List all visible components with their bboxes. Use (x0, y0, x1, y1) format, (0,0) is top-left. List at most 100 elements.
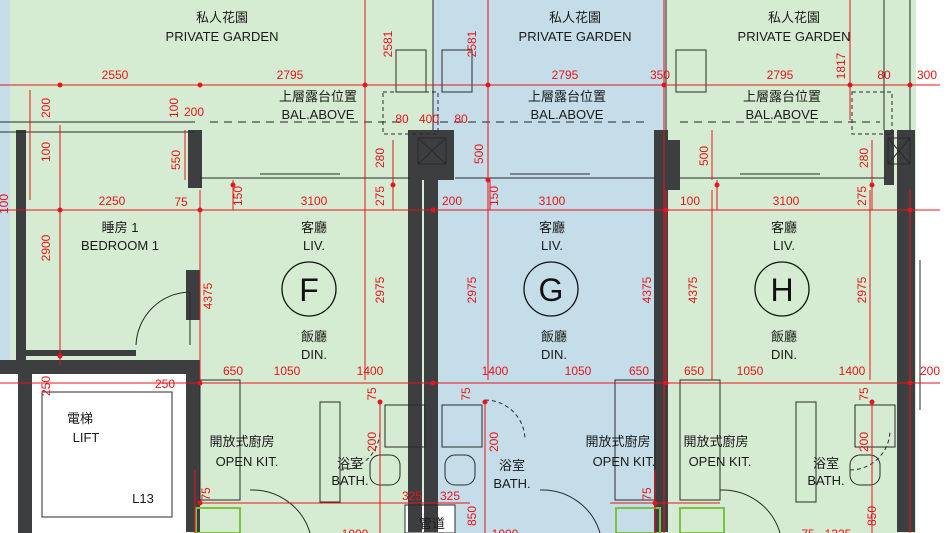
garden-label-en: PRIVATE GARDEN (166, 29, 279, 44)
room-labels: 私人花園 PRIVATE GARDEN 私人花園 PRIVATE GARDEN … (67, 10, 850, 531)
unit-g-marker: G (539, 272, 564, 308)
thin-lines (0, 0, 921, 533)
dim-label: 1400 (357, 364, 384, 378)
dim-label: 2975 (855, 276, 869, 303)
dim-label: 200 (857, 432, 871, 452)
dim-label: 200 (39, 98, 53, 118)
dining-label-en: DIN. (771, 347, 797, 362)
dim-label: 75 (801, 527, 815, 533)
dim-label: 4375 (201, 282, 215, 309)
garden-label-zh: 私人花園 (768, 10, 820, 25)
walls (0, 130, 915, 533)
dim-label: 150 (231, 186, 245, 206)
dim-label: 1050 (737, 364, 764, 378)
dim-label: 1400 (482, 364, 509, 378)
dim-label: 1325 (825, 527, 852, 533)
dim-label: 100 (167, 98, 181, 118)
dim-label: 1400 (839, 364, 866, 378)
dim-label: 250 (155, 377, 175, 391)
bedroom-label-en: BEDROOM 1 (81, 238, 159, 253)
dim-label: 200 (442, 194, 462, 208)
dim-label: 400 (419, 112, 439, 126)
garden-label-zh: 私人花園 (549, 10, 601, 25)
dim-label: 3100 (773, 194, 800, 208)
dim-label: 280 (373, 148, 387, 168)
balcony-label-en: BAL.ABOVE (531, 107, 604, 122)
dim-label: 650 (223, 364, 243, 378)
dim-label: 75 (640, 487, 654, 501)
dim-label: 3100 (539, 194, 566, 208)
bath-label-zh: 浴室 (337, 456, 363, 471)
dim-label: 280 (857, 148, 871, 168)
dim-label: 2581 (381, 30, 395, 57)
dining-label-zh: 飯廳 (301, 329, 327, 344)
balcony-label-zh: 上層露台位置 (528, 89, 606, 104)
dim-label: 80 (395, 112, 409, 126)
dim-label: 1000 (342, 527, 369, 533)
dim-label: 200 (920, 364, 940, 378)
balcony-label-zh: 上層露台位置 (279, 89, 357, 104)
unit-h-marker: H (770, 272, 793, 308)
dim-label: 75 (857, 387, 871, 401)
living-label-en: LIV. (773, 238, 795, 253)
dim-label: 300 (917, 68, 937, 82)
garden-label-zh: 私人花園 (196, 10, 248, 25)
dining-label-en: DIN. (301, 347, 327, 362)
dim-label: 75 (174, 195, 188, 209)
lift-code: L13 (132, 491, 154, 506)
dim-label: 500 (697, 146, 711, 166)
balcony-label-en: BAL.ABOVE (746, 107, 819, 122)
dining-label-zh: 飯廳 (541, 329, 567, 344)
kitchen-label-zh: 開放式廚房 (585, 434, 650, 449)
kitchen-label-en: OPEN KIT. (216, 454, 279, 469)
dim-label: 2975 (373, 276, 387, 303)
dim-label: 650 (629, 364, 649, 378)
unit-f-marker: F (299, 272, 319, 308)
kitchen-label-zh: 開放式廚房 (209, 434, 274, 449)
dim-label: 75 (199, 487, 213, 501)
dimension-labels: 2550 2795 2795 350 2795 80 300 2581 2581… (0, 30, 940, 533)
dim-label: 850 (865, 506, 879, 526)
living-label-en: LIV. (303, 238, 325, 253)
dim-label: 2795 (277, 68, 304, 82)
bath-label-en: BATH. (331, 473, 368, 488)
dim-label: 2900 (39, 234, 53, 261)
dim-label: 550 (169, 150, 183, 170)
dim-label: 75 (365, 387, 379, 401)
unit-markers: F G H (281, 261, 810, 317)
dim-label: 2550 (102, 68, 129, 82)
living-label-zh: 客廳 (301, 220, 327, 235)
dim-label: 4375 (640, 276, 654, 303)
dim-label: 200 (365, 432, 379, 452)
bath-label-en: BATH. (493, 476, 530, 491)
right-exterior (916, 0, 947, 533)
dim-label: 1000 (492, 527, 519, 533)
dim-label: 100 (0, 194, 11, 214)
dim-label: 500 (472, 144, 486, 164)
balcony-label-en: BAL.ABOVE (282, 107, 355, 122)
dim-label: 2795 (552, 68, 579, 82)
bath-label-zh: 浴室 (499, 458, 525, 473)
dim-label: 275 (855, 186, 869, 206)
dim-label: 2581 (465, 30, 479, 57)
bedroom-label-zh: 睡房 1 (102, 220, 139, 235)
kitchen-label-en: OPEN KIT. (689, 454, 752, 469)
garden-label-en: PRIVATE GARDEN (738, 29, 851, 44)
dim-label: 100 (680, 194, 700, 208)
dim-label: 80 (454, 112, 468, 126)
dim-label: 850 (465, 506, 479, 526)
dim-label: 100 (39, 142, 53, 162)
unit-h-zone (666, 0, 916, 533)
living-label-zh: 客廳 (539, 220, 565, 235)
lift-label-en: LIFT (73, 430, 100, 445)
dim-label: 4375 (686, 276, 700, 303)
dim-label: 275 (373, 186, 387, 206)
dim-label: 1817 (834, 52, 848, 79)
living-label-en: LIV. (541, 238, 563, 253)
dim-label: 650 (684, 364, 704, 378)
left-strip (0, 0, 10, 366)
kitchen-label-en: OPEN KIT. (593, 454, 656, 469)
dim-label: 75 (459, 387, 473, 401)
